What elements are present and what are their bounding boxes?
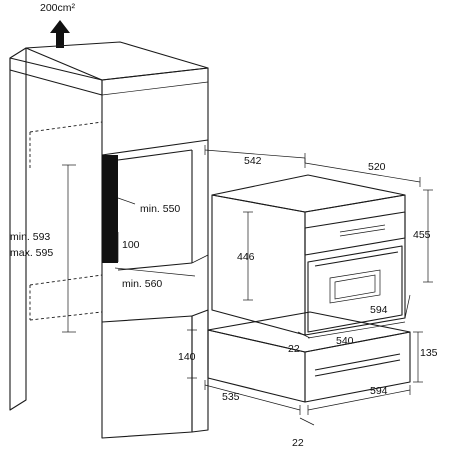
niche-height-min-label: min. 593	[10, 231, 50, 243]
drawer-niche-height-label: 140	[178, 351, 196, 363]
dim-oven-front-offset	[297, 331, 311, 339]
vent-height-label: 100	[122, 239, 140, 251]
vent-slot	[102, 155, 118, 263]
dim-oven-depth	[304, 158, 421, 187]
airflow-arrow-icon	[50, 20, 70, 48]
dim-oven-body-height	[243, 211, 253, 301]
drawer-niche-depth-label: 535	[222, 391, 240, 403]
dim-drawer-width	[307, 385, 411, 415]
oven-depth-label: 520	[368, 161, 386, 173]
drawer-front-offset-label: 22	[292, 437, 304, 449]
dim-oven-width	[307, 294, 411, 339]
warming-drawer	[207, 311, 411, 403]
cabinet-depth-label: 542	[244, 155, 262, 167]
dim-drawer-niche-height	[187, 329, 197, 379]
dim-drawer-height	[413, 331, 423, 383]
niche-height-max-label: max. 595	[10, 247, 53, 259]
drawer-width-label: 594	[370, 385, 388, 397]
oven-appliance	[211, 174, 406, 336]
oven-height-label: 455	[413, 229, 431, 241]
dim-niche-width-upper	[117, 197, 136, 205]
oven-width-label: 594	[370, 304, 388, 316]
drawer-height-label: 135	[420, 347, 438, 359]
niche-width-upper-label: min. 550	[140, 203, 180, 215]
dim-drawer-front-offset	[299, 417, 315, 426]
dim-niche-width-lower	[114, 267, 196, 277]
niche-width-lower-label: min. 560	[122, 278, 162, 290]
tall-cabinet	[9, 41, 209, 439]
airflow-label: 200cm²	[40, 2, 76, 14]
dim-oven-height	[423, 189, 433, 283]
dim-drawer-niche-depth	[204, 380, 301, 415]
dim-niche-height	[62, 164, 76, 333]
oven-body-height-label: 446	[237, 251, 255, 263]
